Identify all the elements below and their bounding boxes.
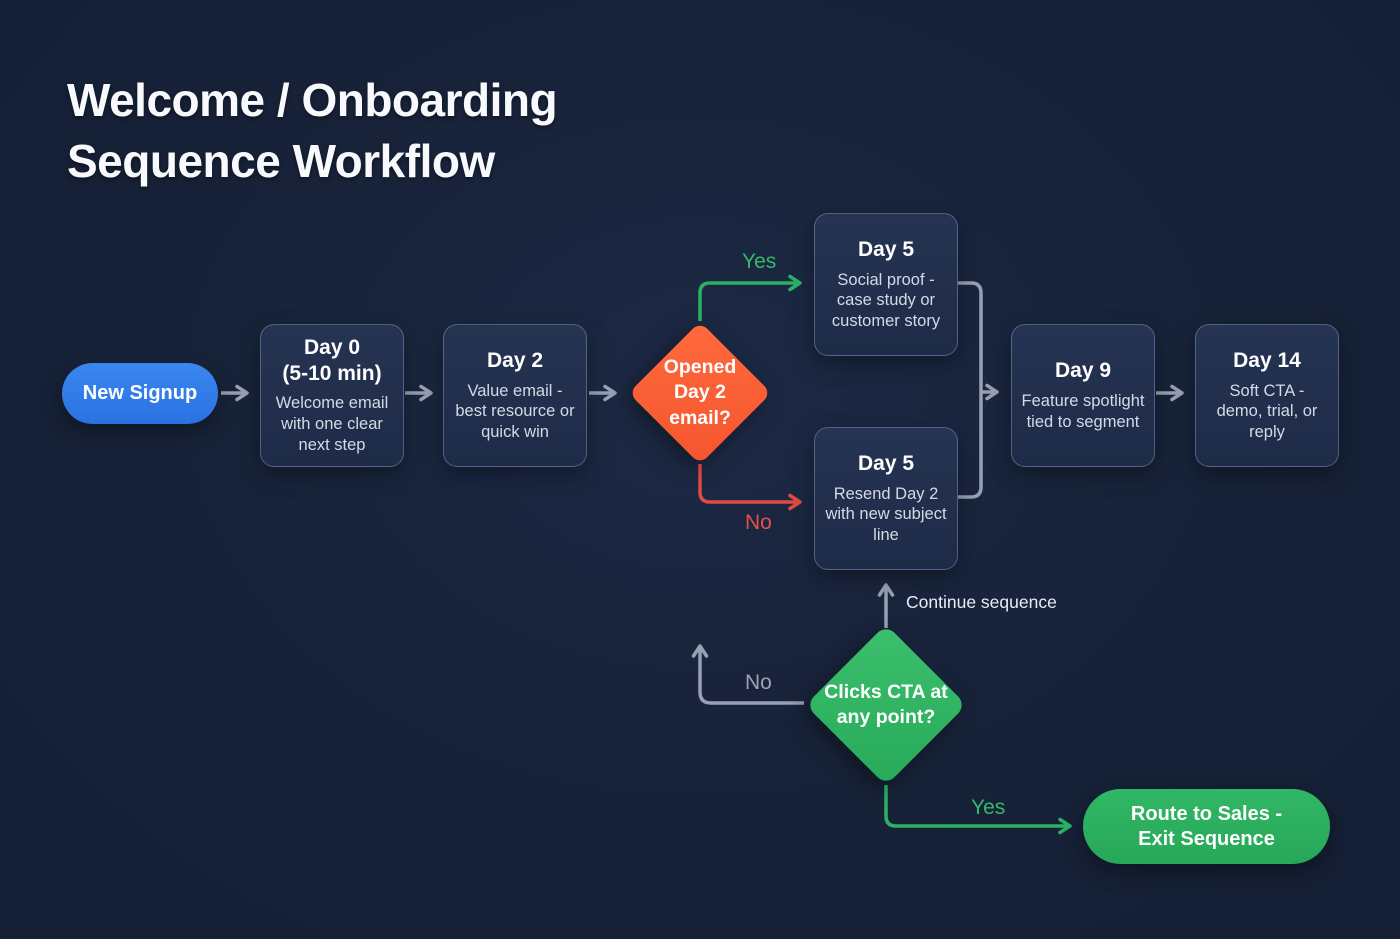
decision-clicks-cta: Clicks CTA at any point? bbox=[804, 623, 968, 787]
node-day14-title: Day 14 bbox=[1233, 349, 1301, 373]
edge-label-yes-cta: Yes bbox=[971, 796, 1006, 819]
node-day9-body: Feature spotlight tied to segment bbox=[1021, 392, 1145, 431]
node-route-to-sales: Route to Sales - Exit Sequence bbox=[1083, 789, 1330, 864]
connector-merge-bracket bbox=[958, 281, 983, 499]
node-day0-subtitle: (5-10 min) bbox=[282, 361, 382, 385]
node-day0-title: Day 0 bbox=[303, 336, 361, 360]
node-day5-resend: Day 5 Resend Day 2 with new subject line bbox=[814, 427, 958, 570]
decision-clicks-cta-label: Clicks CTA at any point? bbox=[824, 680, 948, 728]
node-day9-title: Day 9 bbox=[1054, 359, 1112, 383]
node-day2-title: Day 2 bbox=[486, 349, 544, 373]
node-day5-resend-body: Resend Day 2 with new subject line bbox=[825, 484, 947, 545]
connector-decision-no-day5 bbox=[698, 464, 802, 511]
node-day14: Day 14 Soft CTA - demo, trial, or reply bbox=[1195, 324, 1339, 467]
page-title-line2: Sequence Workflow bbox=[67, 134, 495, 187]
edge-label-continue-sequence: Continue sequence bbox=[906, 592, 1057, 612]
node-day9: Day 9 Feature spotlight tied to segment bbox=[1011, 324, 1155, 467]
node-day5-social: Day 5 Social proof - case study or custo… bbox=[814, 213, 958, 356]
node-day0: Day 0 (5-10 min) Welcome email with one … bbox=[260, 324, 404, 467]
node-day2-body: Value email - best resource or quick win bbox=[455, 381, 575, 442]
node-day5-social-title: Day 5 bbox=[857, 238, 915, 262]
node-new-signup: New Signup bbox=[62, 363, 218, 424]
node-day2: Day 2 Value email - best resource or qui… bbox=[443, 324, 587, 467]
node-day5-resend-title: Day 5 bbox=[857, 452, 915, 476]
decision-opened-day2: Opened Day 2 email? bbox=[628, 320, 772, 466]
node-new-signup-label: New Signup bbox=[82, 382, 198, 404]
route-label-line1: Route to Sales - bbox=[1130, 802, 1283, 825]
node-day14-body: Soft CTA - demo, trial, or reply bbox=[1216, 381, 1318, 442]
route-label-line2: Exit Sequence bbox=[1138, 827, 1275, 850]
node-day5-social-body: Social proof - case study or customer st… bbox=[831, 270, 941, 331]
node-day0-body: Welcome email with one clear next step bbox=[275, 394, 389, 454]
node-route-to-sales-label: Route to Sales - Exit Sequence bbox=[1131, 802, 1282, 852]
page-title: Welcome / Onboarding Sequence Workflow bbox=[67, 70, 558, 191]
edge-label-no-cta: No bbox=[745, 671, 772, 694]
edge-label-yes-opened: Yes bbox=[742, 250, 777, 273]
connector-decision-yes-day5 bbox=[698, 274, 802, 321]
edge-label-no-opened: No bbox=[745, 511, 772, 534]
decision-opened-day2-label: Opened Day 2 email? bbox=[663, 355, 737, 429]
page-title-line1: Welcome / Onboarding bbox=[67, 74, 558, 126]
